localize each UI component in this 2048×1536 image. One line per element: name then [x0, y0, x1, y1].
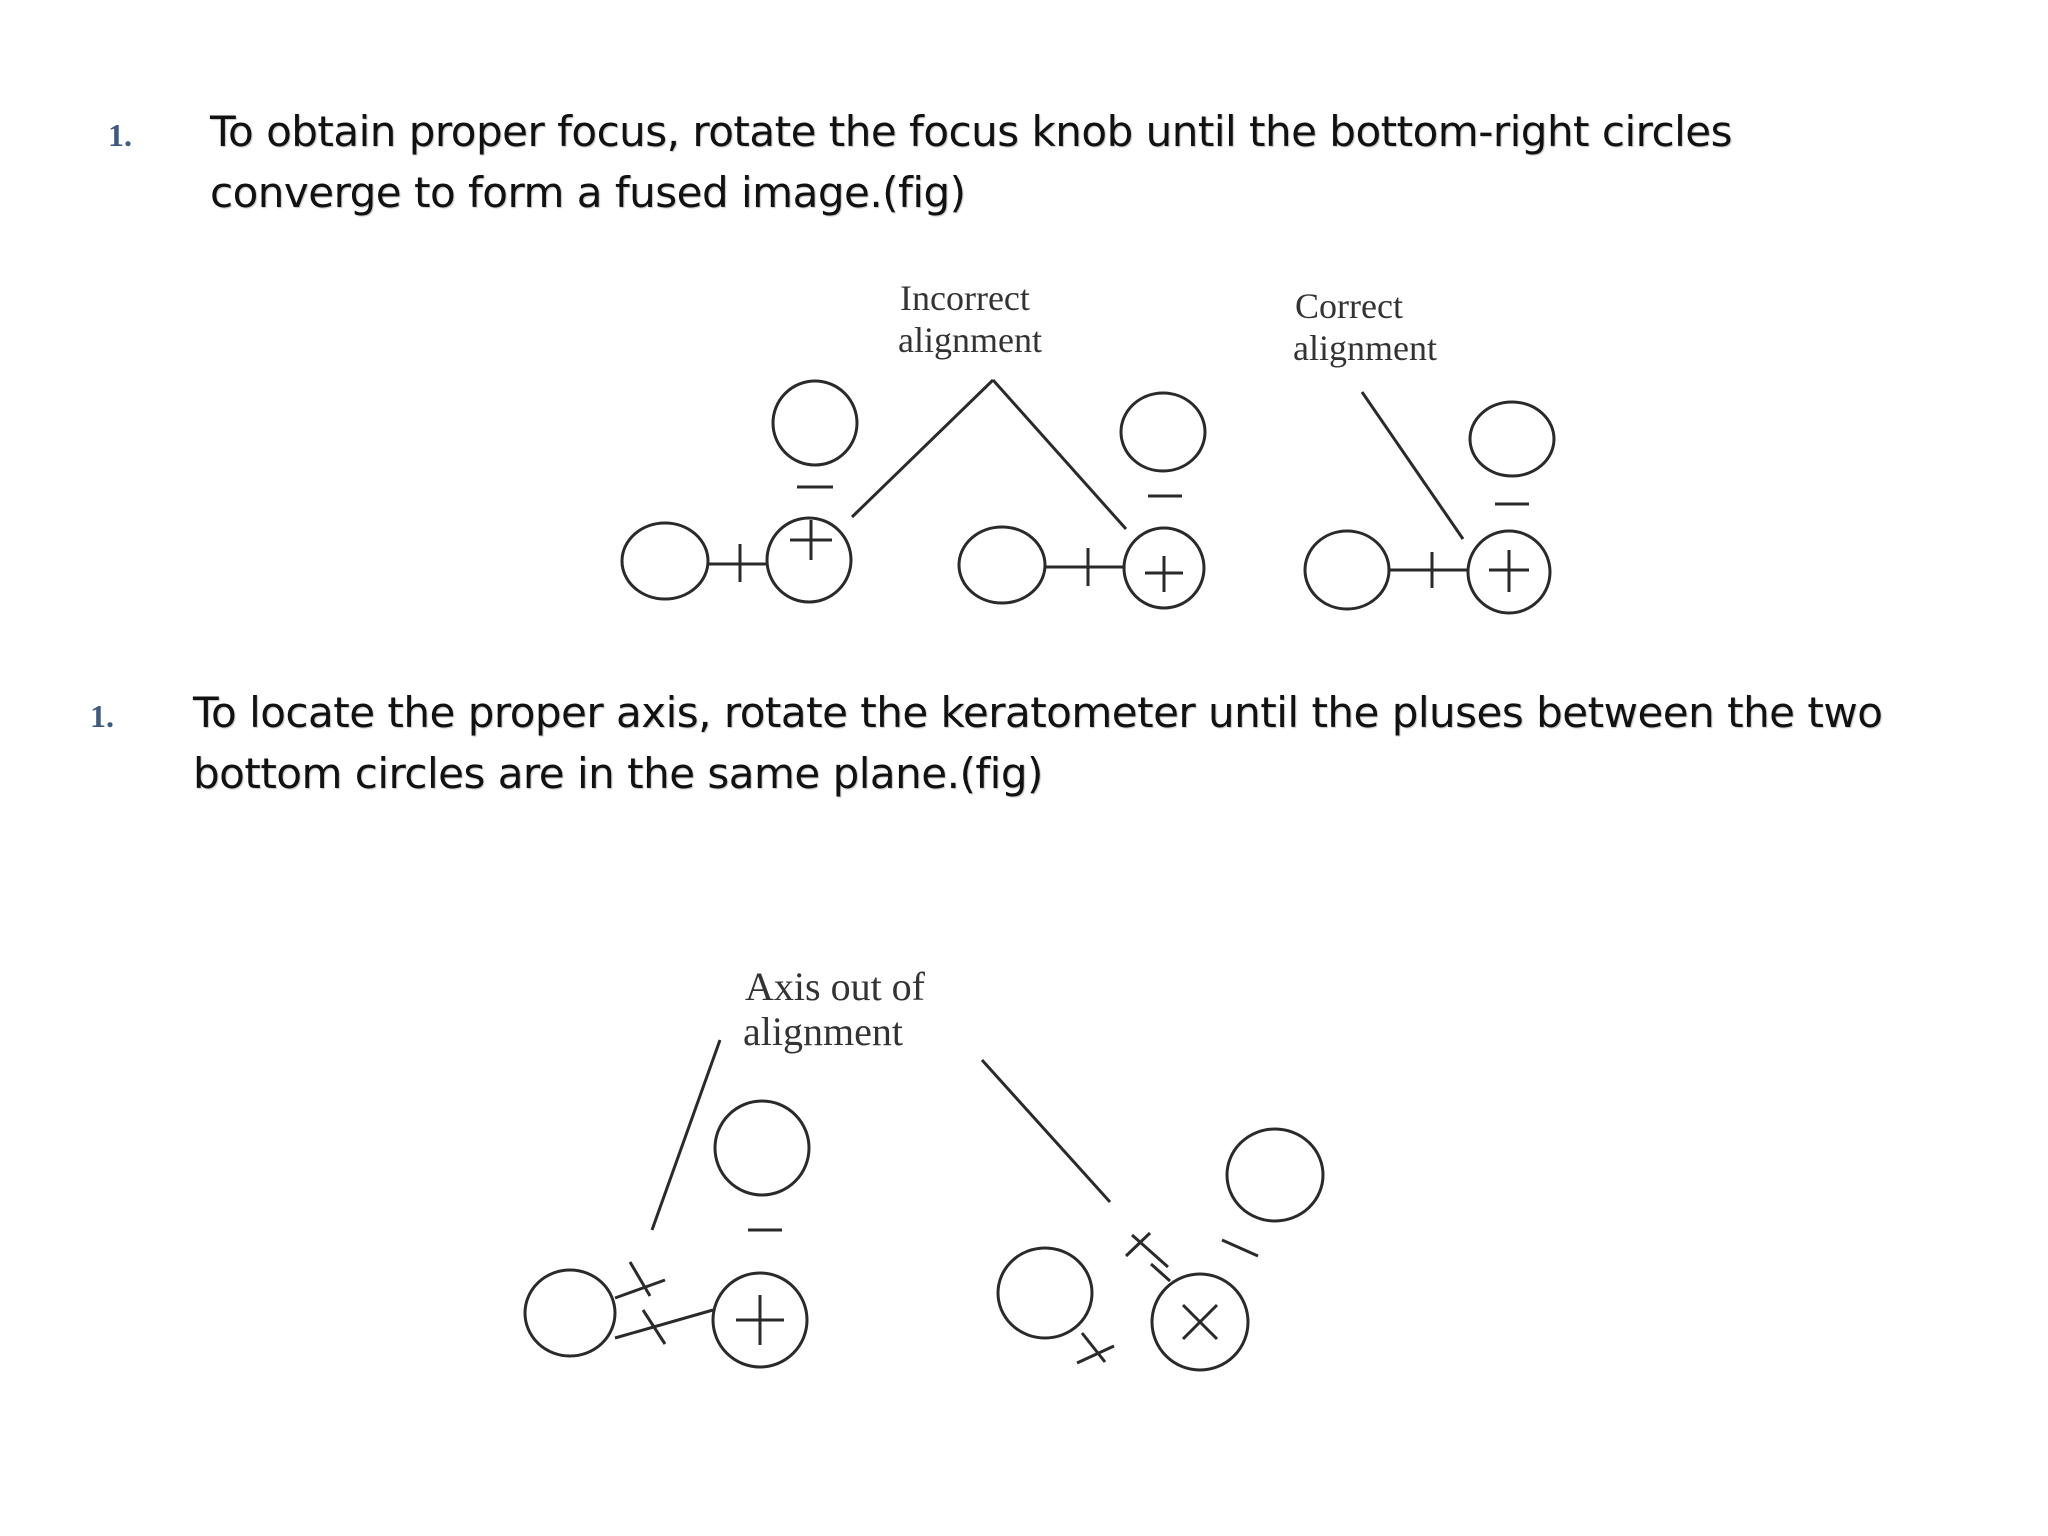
plus-mark-connector — [628, 1261, 652, 1297]
left-circle — [957, 525, 1047, 605]
figure-axis-alignment: Axis out of alignment — [500, 950, 1360, 1410]
label-correct-line1: Correct — [1295, 286, 1403, 326]
upper-axis-line — [1149, 1262, 1172, 1283]
instruction-text: To obtain proper focus, rotate the focus… — [210, 107, 1732, 217]
instruction-text: To locate the proper axis, rotate the ke… — [193, 688, 1883, 798]
bullet-number: 1. — [90, 698, 114, 734]
axis-diagram: Axis out of alignment — [523, 964, 1325, 1372]
right-circle — [1150, 1272, 1250, 1372]
pointer-line — [980, 1058, 1112, 1204]
top-circle — [1119, 391, 1207, 473]
label-axis-line2: alignment — [743, 1009, 903, 1054]
pointer-line — [850, 378, 995, 519]
right-circle — [711, 1271, 809, 1369]
left-circle — [996, 1246, 1094, 1340]
lower-axis-line — [614, 1308, 714, 1340]
top-circle — [1225, 1127, 1325, 1223]
lower-axis-line — [1080, 1332, 1107, 1363]
top-circle — [713, 1099, 811, 1197]
pointer-line — [991, 379, 1128, 530]
left-circle — [523, 1268, 617, 1358]
plus-mark-connector — [1124, 1231, 1152, 1258]
left-circle — [1303, 529, 1391, 611]
alignment-diagram: Incorrect alignment Correct alignment — [620, 278, 1556, 615]
top-circle — [1468, 400, 1556, 478]
label-axis-line1: Axis out of — [745, 964, 926, 1009]
plus-mark-connector — [641, 1309, 667, 1345]
right-circle — [765, 516, 853, 604]
left-circle — [620, 521, 710, 601]
upper-axis-line — [1131, 1233, 1169, 1269]
top-circle — [771, 379, 859, 467]
plus-mark-connector — [1076, 1344, 1115, 1365]
right-circle — [1466, 529, 1552, 615]
pointer-line — [1360, 391, 1465, 540]
label-correct-line2: alignment — [1293, 328, 1437, 368]
pointer-line — [650, 1039, 722, 1231]
cross-mark — [1181, 1303, 1219, 1341]
label-incorrect-line2: alignment — [898, 320, 1042, 360]
label-incorrect-line1: Incorrect — [900, 278, 1030, 318]
bullet-number: 1. — [108, 117, 132, 153]
figure-focus-alignment: Incorrect alignment Correct alignment — [560, 270, 1620, 630]
upper-axis-line — [614, 1278, 666, 1300]
minus-mark — [1221, 1238, 1259, 1258]
